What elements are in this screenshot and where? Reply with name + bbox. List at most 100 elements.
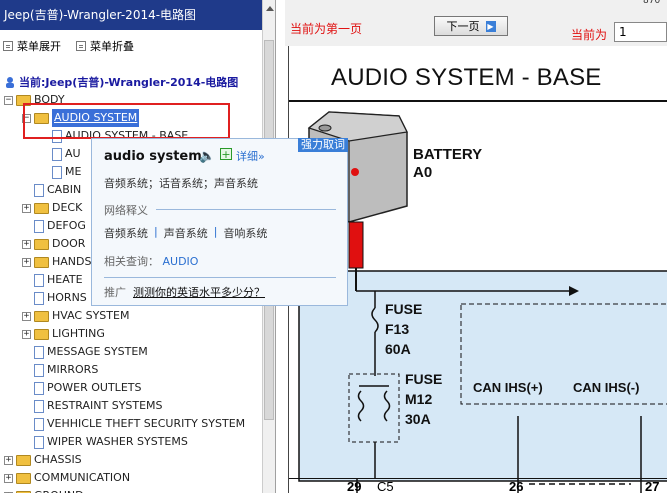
tree-item-label: COMMUNICATION: [34, 471, 131, 484]
tree-item[interactable]: + COMMUNICATION: [4, 469, 130, 487]
popup-word: audio system: [104, 149, 202, 164]
tree-item[interactable]: POWER OUTLETS: [22, 379, 141, 397]
diagram-footer: [289, 478, 667, 494]
tree-item[interactable]: HEATE: [22, 271, 83, 289]
expand-menu-button[interactable]: 菜单展开: [3, 38, 61, 54]
page-number-input[interactable]: [614, 22, 667, 42]
tree-item[interactable]: −AUDIO SYSTEM: [22, 109, 140, 127]
detail-link[interactable]: 详细»: [236, 150, 265, 163]
separator: |: [213, 225, 218, 238]
page-icon: [34, 381, 44, 395]
expand-toggle-icon[interactable]: +: [22, 328, 31, 339]
popup-definition: 音频系统；话音系统；声音系统: [104, 177, 258, 190]
tree-item[interactable]: WIPER WASHER SYSTEMS: [22, 433, 188, 451]
tree-item[interactable]: +HANDS: [22, 253, 91, 271]
red-highlight-box: [23, 103, 230, 139]
page-count-text: 870: [643, 0, 661, 6]
tree-item-label: AU: [65, 147, 81, 160]
tree-item[interactable]: CABIN: [22, 181, 81, 199]
tree-item[interactable]: RESTRAINT SYSTEMS: [22, 397, 163, 415]
tree-item[interactable]: + HVAC SYSTEM: [22, 307, 129, 325]
net-definition-label: 网络释义: [104, 204, 148, 217]
fuse-f13-icon: [371, 307, 379, 333]
tree-item-label: GROUND: [34, 487, 84, 493]
expand-toggle-icon[interactable]: +: [22, 256, 31, 267]
tree-item-label: MESSAGE SYSTEM: [47, 345, 148, 358]
promo: 推广 测测你的英语水平多少分？: [104, 284, 265, 300]
page-icon: [34, 435, 44, 449]
page-icon: [34, 183, 44, 197]
force-lookup-button[interactable]: 强力取词: [298, 138, 348, 152]
collapse-menu-button[interactable]: 菜单折叠: [76, 38, 134, 54]
tree-item-label: CABIN: [47, 183, 82, 196]
expand-toggle-icon[interactable]: +: [4, 454, 13, 465]
next-page-button[interactable]: 下一页 ▶: [434, 16, 508, 36]
tree-item-label: HVAC SYSTEM: [52, 309, 130, 322]
net-definition-item: 音频系统: [104, 227, 148, 240]
current-page-text: 当前为第一页: [290, 22, 363, 36]
folder-icon: [34, 328, 49, 340]
page-icon: [52, 147, 62, 161]
tree-item-label: DOOR: [52, 237, 86, 250]
tree-item[interactable]: MIRRORS: [22, 361, 98, 379]
tree-item[interactable]: VEHHICLE THEFT SECURITY SYSTEM: [22, 415, 245, 433]
tree-item[interactable]: + DOOR: [22, 235, 85, 253]
next-page-label: 下一页: [446, 20, 480, 33]
related-query: 相关查询： AUDIO: [104, 253, 198, 269]
folder-icon: [16, 454, 31, 466]
expand-toggle-icon[interactable]: +: [22, 238, 31, 249]
fuse-f13-label: FUSE: [385, 301, 423, 317]
red-wire: [348, 221, 364, 269]
tree-item[interactable]: + LIGHTING: [22, 325, 105, 343]
tree-item-label: LIGHTING: [52, 327, 105, 340]
expand-toggle-icon[interactable]: +: [4, 491, 13, 493]
speaker-icon[interactable]: 🔈: [199, 149, 216, 164]
fuse-f13-amp: 60A: [385, 341, 411, 357]
folder-icon: [16, 490, 31, 493]
module-dashed-box: [460, 303, 667, 405]
related-query-link[interactable]: AUDIO: [162, 255, 199, 268]
net-definition-list: 音频系统 | 声音系统 | 音响系统: [104, 225, 267, 241]
folder-icon: [34, 202, 49, 214]
collapse-menu-label: 菜单折叠: [90, 40, 134, 53]
viewer-nav-bar: 当前为第一页 下一页 ▶ 870 当前为: [285, 0, 667, 46]
tree-item-label: DECK: [52, 201, 83, 214]
tree-item[interactable]: MESSAGE SYSTEM: [22, 343, 148, 361]
expand-toggle-icon[interactable]: +: [22, 310, 31, 321]
tree-root-label[interactable]: 当前:Jeep(吉普)-Wrangler-2014-电路图: [4, 74, 238, 90]
battery-code: A0: [413, 164, 433, 181]
page-icon: [52, 165, 62, 179]
add-word-icon[interactable]: +: [220, 148, 232, 161]
page-icon: [34, 363, 44, 377]
pin-number: 27: [645, 479, 660, 494]
page-icon: [34, 345, 44, 359]
tree-item[interactable]: +CHASSIS: [4, 451, 82, 469]
scroll-up-icon[interactable]: [266, 6, 274, 11]
promo-link[interactable]: 测测你的英语水平多少分？: [133, 286, 265, 299]
tree-item[interactable]: + GROUND: [4, 487, 84, 493]
tree-item[interactable]: ME: [40, 163, 81, 181]
tree-item[interactable]: AU: [40, 145, 81, 163]
collapse-toggle-icon[interactable]: −: [22, 112, 31, 123]
collapse-toggle-icon[interactable]: −: [4, 94, 13, 105]
folder-icon: [16, 472, 31, 484]
tree-item[interactable]: −BODY: [4, 91, 65, 109]
folder-icon: [34, 112, 49, 124]
position-label: 当前为: [571, 28, 608, 42]
tree-item[interactable]: + DECK: [22, 199, 82, 217]
tree-item-label: VEHHICLE THEFT SECURITY SYSTEM: [47, 417, 246, 430]
wiring-diagram: AUDIO SYSTEM - BASE BATTERY A0 FUSE F13 …: [288, 46, 667, 494]
page-icon: [34, 399, 44, 413]
fuse-m12-code: M12: [405, 391, 433, 407]
fuse-m12-box: [348, 373, 400, 443]
dictionary-popup: audio system 🔈 + 详细» 强力取词 音频系统；话音系统；声音系统…: [91, 138, 348, 306]
expand-toggle-icon[interactable]: +: [22, 202, 31, 213]
related-query-label: 相关查询：: [104, 255, 159, 268]
tree-item[interactable]: HORNS: [22, 289, 87, 307]
tree-item-label: HEATE: [47, 273, 83, 286]
tree-item[interactable]: DEFOG: [22, 217, 86, 235]
page-icon: [34, 417, 44, 431]
person-icon: [6, 77, 14, 88]
expand-toggle-icon[interactable]: +: [4, 472, 13, 483]
folder-icon: [34, 310, 49, 322]
